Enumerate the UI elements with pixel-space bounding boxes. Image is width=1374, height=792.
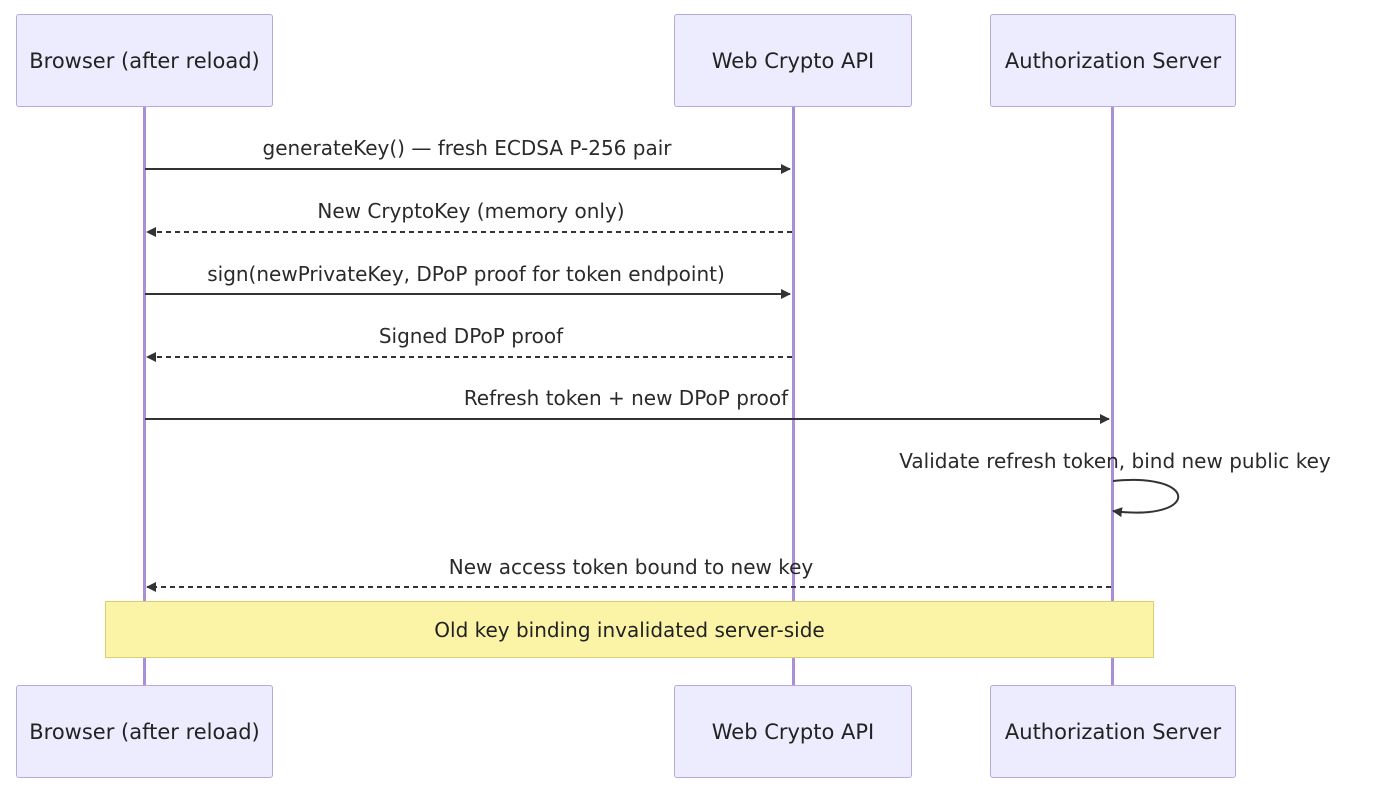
actor-label: Authorization Server <box>1004 48 1222 73</box>
actor-top-authserver: Authorization Server <box>990 14 1236 107</box>
message-label-6: Validate refresh token, bind new public … <box>899 449 1331 473</box>
message-label-2: New CryptoKey (memory only) <box>317 199 625 223</box>
actor-label: Browser (after reload) <box>29 719 260 744</box>
actor-label: Authorization Server <box>1004 719 1222 744</box>
message-label-4: Signed DPoP proof <box>378 324 564 348</box>
actor-top-browser: Browser (after reload) <box>16 14 273 107</box>
actor-label: Web Crypto API <box>711 48 875 73</box>
note-text: Old key binding invalidated server-side <box>434 617 825 642</box>
message-arrow-6 <box>1112 478 1180 518</box>
actor-top-webcrypto: Web Crypto API <box>674 14 912 107</box>
actor-label: Web Crypto API <box>711 719 875 744</box>
lifeline-browser <box>143 106 146 686</box>
lifeline-authserver <box>1111 106 1114 686</box>
actor-label: Browser (after reload) <box>29 48 260 73</box>
actor-bottom-browser: Browser (after reload) <box>16 685 273 778</box>
note-box: Old key binding invalidated server-side <box>105 601 1154 658</box>
lifeline-webcrypto <box>792 106 795 686</box>
message-label-3: sign(newPrivateKey, DPoP proof for token… <box>207 262 725 286</box>
actor-bottom-webcrypto: Web Crypto API <box>674 685 912 778</box>
message-label-5: Refresh token + new DPoP proof <box>463 386 789 410</box>
message-label-1: generateKey() — fresh ECDSA P-256 pair <box>262 136 672 160</box>
actor-bottom-authserver: Authorization Server <box>990 685 1236 778</box>
message-label-7: New access token bound to new key <box>448 555 814 579</box>
